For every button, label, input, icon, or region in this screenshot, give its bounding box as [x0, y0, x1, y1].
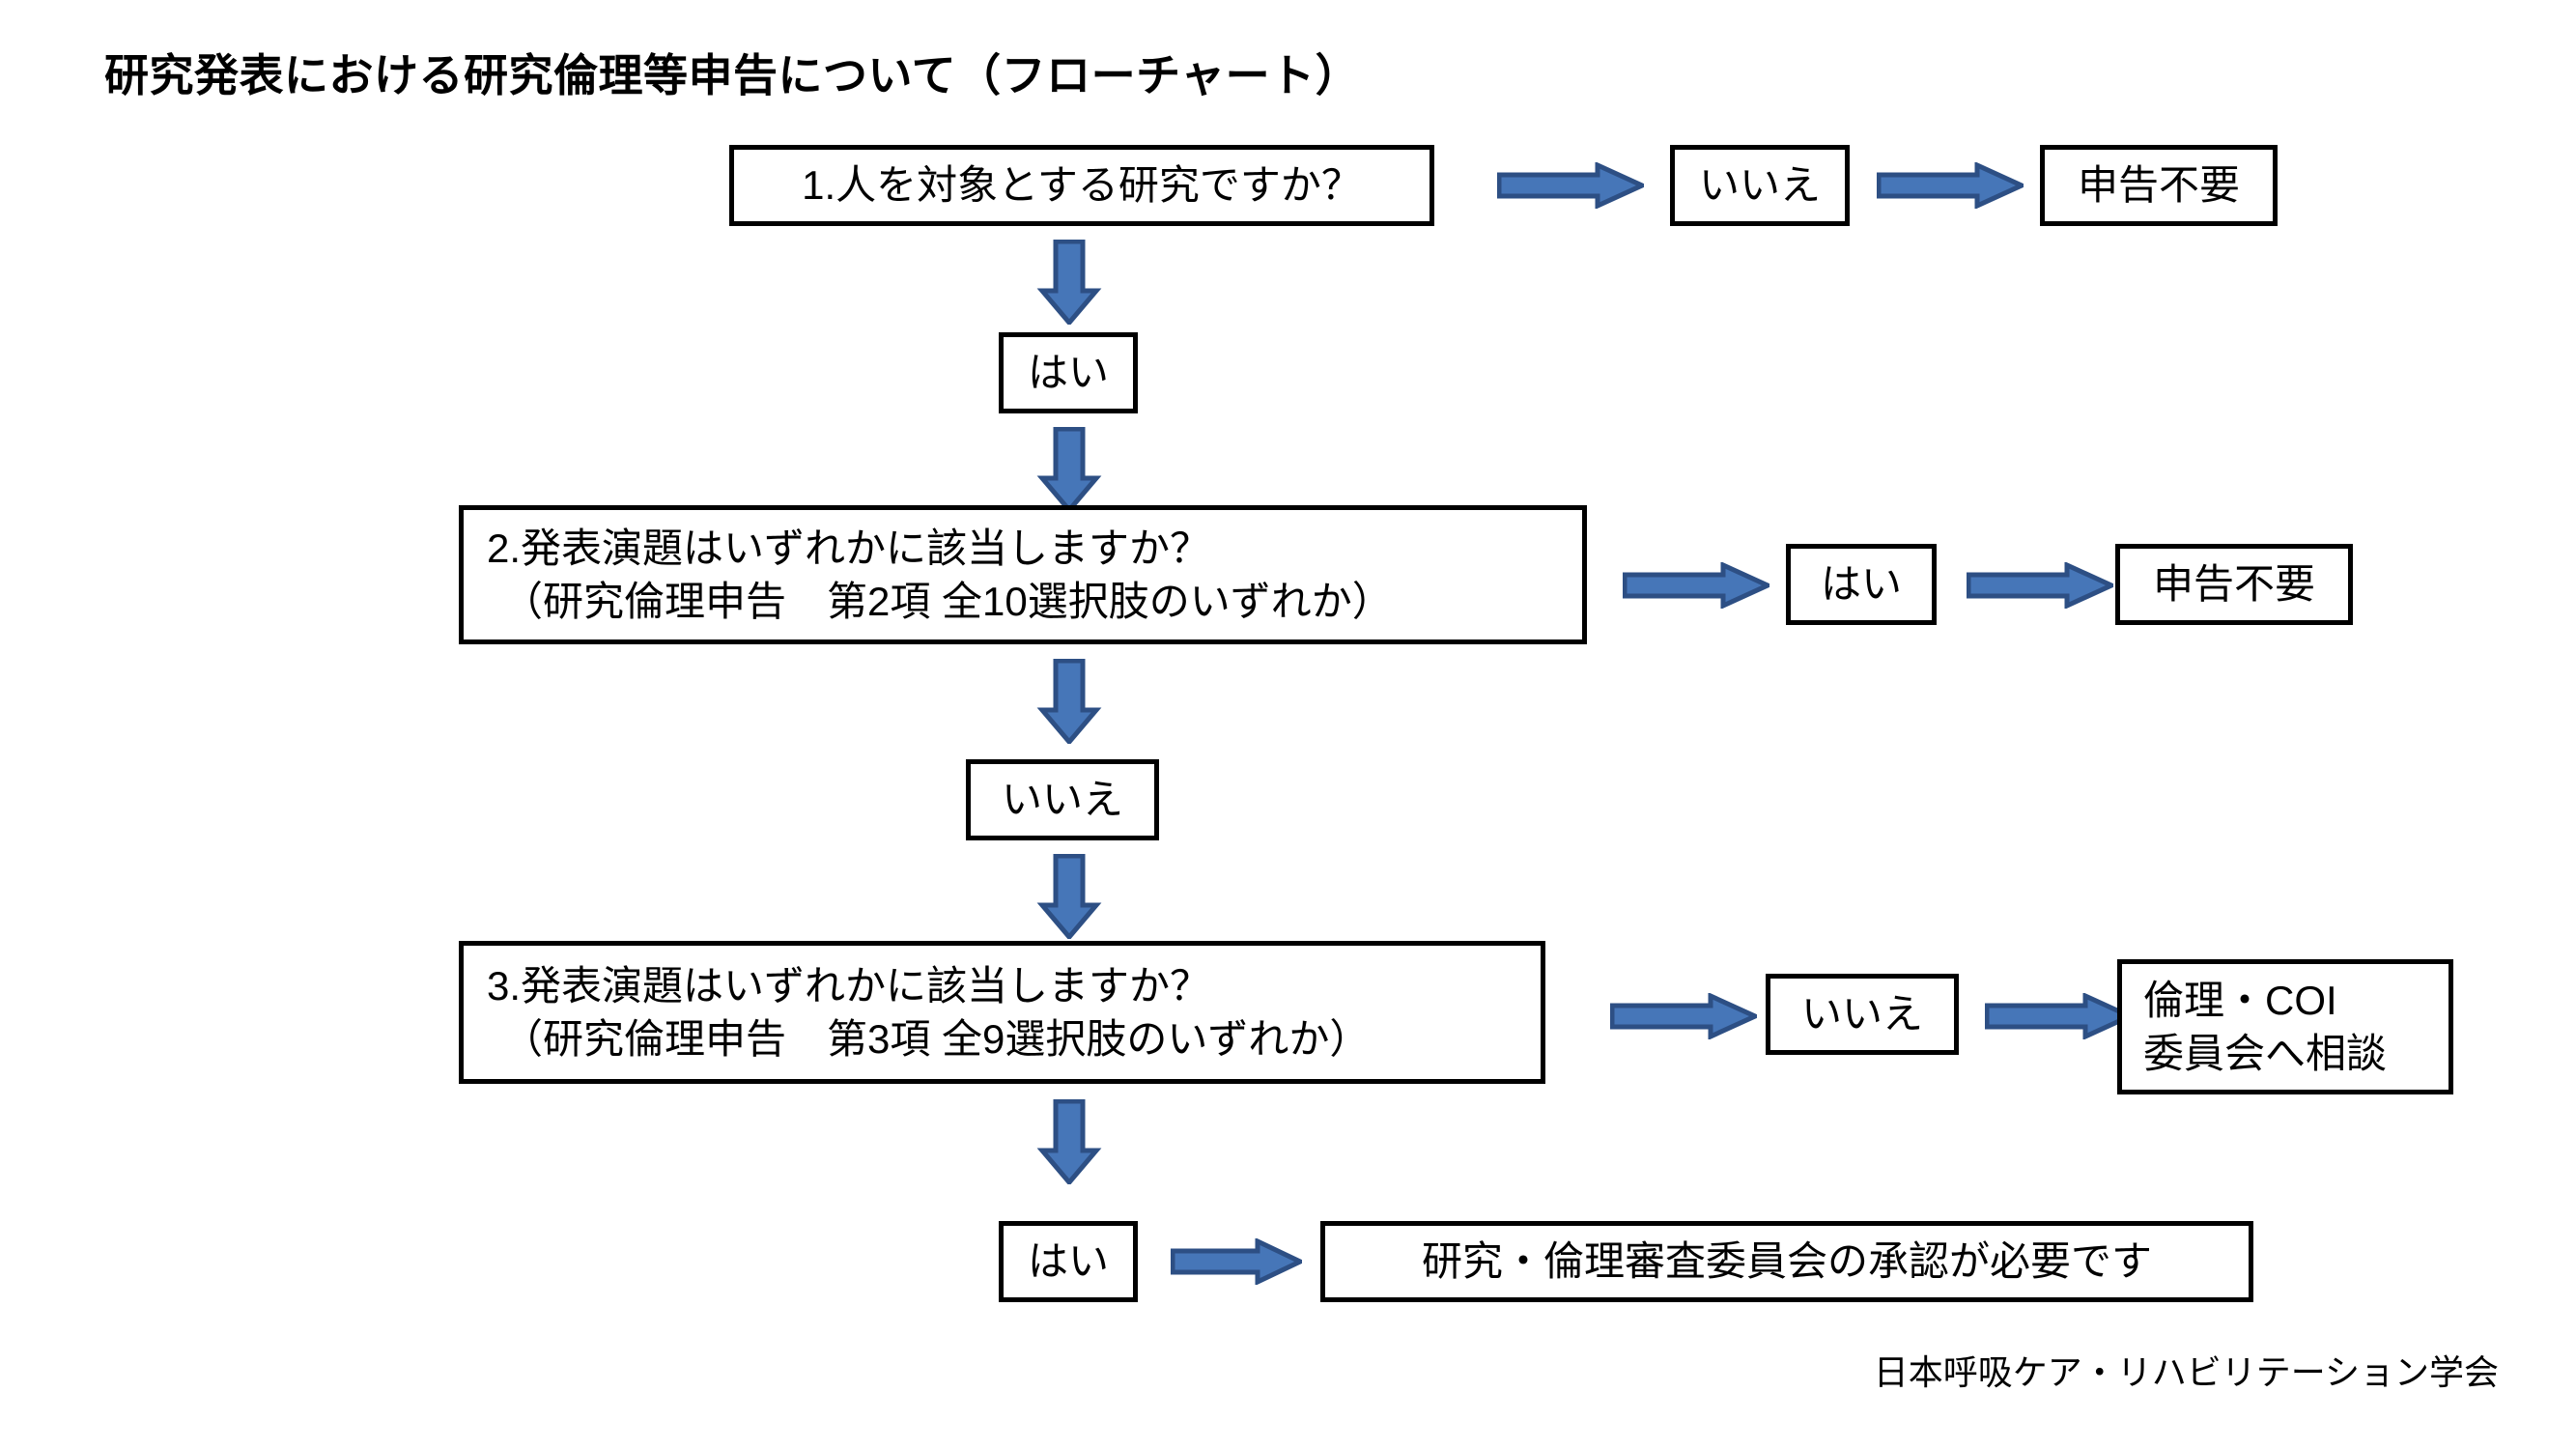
node-result-consult-committee: 倫理・COI 委員会へ相談 [2117, 959, 2453, 1094]
node-result-consult-committee-line-1: 倫理・COI [2143, 977, 2337, 1023]
node-answer-no-2: いいえ [966, 759, 1159, 840]
arrow-down-q1-to-yes1 [1035, 240, 1103, 325]
node-answer-no-1-label: いいえ [1698, 162, 1821, 209]
node-result-approval-required: 研究・倫理審査委員会の承認が必要です [1320, 1221, 2253, 1302]
arrow-right-q3-to-no3 [1610, 993, 1757, 1039]
node-question-2: 2.発表演題はいずれかに該当しますか？ （研究倫理申告 第2項 全10選択肢のい… [459, 505, 1587, 644]
node-answer-yes-2: はい [1786, 544, 1937, 625]
node-answer-yes-3-label: はい [1027, 1238, 1109, 1285]
arrow-down-yes1-to-q2 [1035, 427, 1103, 512]
node-result-no-declaration-2-label: 申告不要 [2152, 561, 2315, 608]
node-answer-no-2-label: いいえ [1001, 777, 1123, 823]
arrow-down-q3-to-yes3 [1035, 1099, 1103, 1184]
node-question-3: 3.発表演題はいずれかに該当しますか？ （研究倫理申告 第3項 全9選択肢のいず… [459, 941, 1545, 1084]
node-question-3-line-1: 3.発表演題はいずれかに該当しますか？ [487, 962, 1211, 1009]
organization-footer: 日本呼吸ケア・リハビリテーション学会 [1873, 1352, 2499, 1392]
arrow-right-yes2-to-none2 [1967, 562, 2113, 609]
node-answer-yes-1: はい [999, 332, 1138, 413]
node-question-2-line-1: 2.発表演題はいずれかに該当しますか？ [487, 525, 1211, 571]
node-answer-no-3: いいえ [1766, 974, 1959, 1055]
arrow-down-q2-to-no2 [1035, 659, 1103, 744]
arrow-right-no1-to-none1 [1877, 162, 2024, 209]
node-result-consult-committee-line-2: 委員会へ相談 [2143, 1031, 2388, 1076]
node-question-3-line-2: （研究倫理申告 第3項 全9選択肢のいずれか） [502, 1016, 1371, 1062]
node-question-1-label: 1.人を対象とする研究ですか？ [802, 162, 1362, 209]
node-question-1: 1.人を対象とする研究ですか？ [729, 145, 1434, 226]
node-answer-yes-1-label: はい [1027, 350, 1109, 396]
arrow-right-q1-to-no1 [1497, 162, 1644, 209]
node-result-no-declaration-1-label: 申告不要 [2077, 162, 2240, 209]
node-question-2-line-2: （研究倫理申告 第2項 全10選択肢のいずれか） [502, 579, 1393, 624]
node-result-approval-required-label: 研究・倫理審査委員会の承認が必要です [1421, 1238, 2152, 1285]
arrow-down-no2-to-q3 [1035, 854, 1103, 939]
arrow-right-no3-to-coi [1985, 993, 2132, 1039]
node-result-no-declaration-1: 申告不要 [2040, 145, 2278, 226]
page-title: 研究発表における研究倫理等申告について（フローチャート） [104, 50, 1361, 100]
node-answer-yes-2-label: はい [1820, 561, 1902, 608]
node-answer-yes-3: はい [999, 1221, 1138, 1302]
arrow-right-yes3-to-approval [1171, 1238, 1302, 1285]
node-answer-no-1: いいえ [1670, 145, 1850, 226]
node-answer-no-3-label: いいえ [1800, 991, 1923, 1037]
arrow-right-q2-to-yes2 [1623, 562, 1769, 609]
node-result-no-declaration-2: 申告不要 [2115, 544, 2353, 625]
